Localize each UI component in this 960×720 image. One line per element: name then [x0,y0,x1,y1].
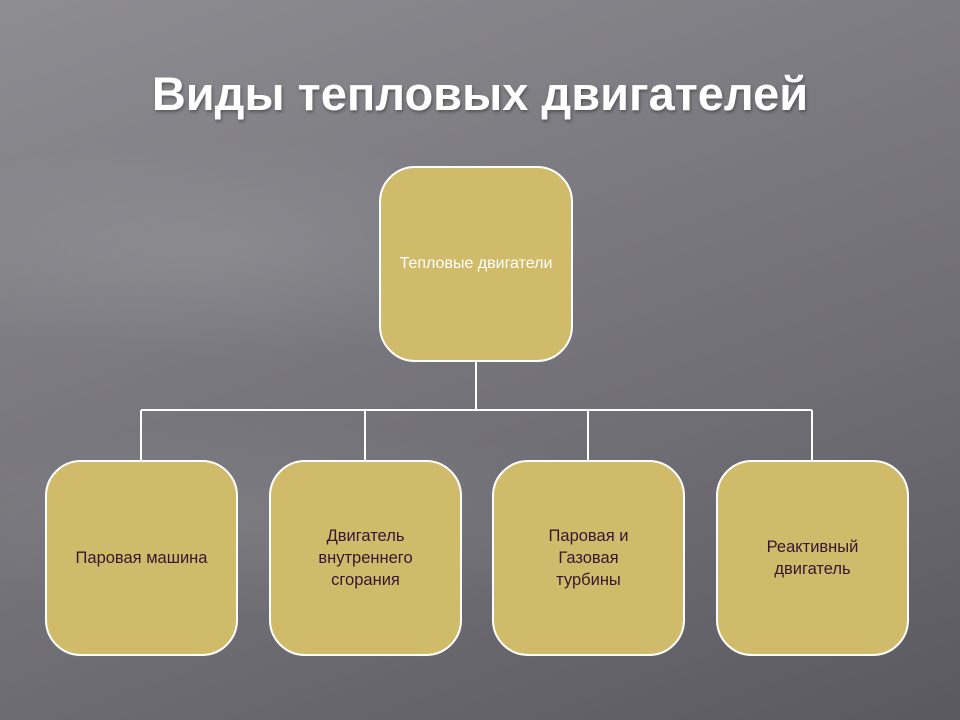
child-node-label: Реактивный двигатель [766,538,859,578]
child-node-label: Паровая и Газовая турбины [548,527,629,589]
slide-title: Виды тепловых двигателей [151,67,809,120]
root-node-label: Тепловые двигатели [399,255,553,272]
child-node-label: Двигатель внутреннего сгорания [318,527,413,589]
child-node-internal-combustion-engine: Двигатель внутреннего сгорания [269,460,462,656]
child-node-label: Паровая машина [75,549,208,567]
child-node-jet-engine: Реактивный двигатель [716,460,909,656]
child-node-steam-engine: Паровая машина [45,460,238,656]
root-node-heat-engines: Тепловые двигатели [379,166,573,362]
child-node-steam-gas-turbines: Паровая и Газовая турбины [492,460,685,656]
